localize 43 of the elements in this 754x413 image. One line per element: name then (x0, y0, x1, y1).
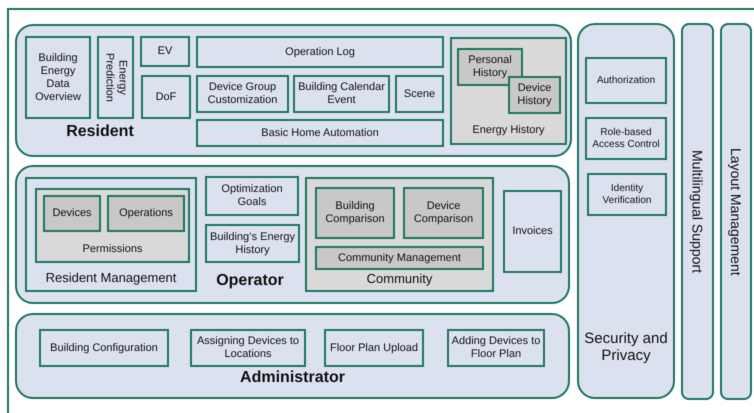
feature-box: Community Management (315, 246, 484, 270)
group-title: Resident Management (44, 270, 178, 285)
feature-box: Device Comparison (403, 187, 484, 239)
feature-box: Adding Devices to Floor Plan (447, 329, 545, 367)
feature-box: Devices (43, 195, 101, 232)
role-panel (15, 313, 570, 399)
panel-title: Security and Privacy (583, 330, 669, 364)
feature-box: Basic Home Automation (196, 119, 444, 147)
group-panel (450, 37, 567, 145)
role-panel (15, 24, 572, 157)
feature-box: Building Calendar Event (293, 75, 390, 113)
group-title: Permissions (82, 243, 144, 256)
feature-box: Device History (508, 76, 561, 114)
feature-box: Operation Log (196, 36, 444, 68)
feature-box: Building Configuration (39, 329, 169, 367)
group-title: Energy History (471, 124, 546, 137)
feature-box: Authorization (585, 57, 667, 104)
feature-box: DoF (141, 75, 191, 119)
group-panel (35, 188, 190, 263)
group-title: Community (366, 271, 434, 286)
feature-box: Invoices (503, 190, 562, 273)
panel-title: Resident (65, 123, 135, 141)
group-panel (305, 177, 494, 292)
feature-box: EV (140, 36, 190, 67)
group-panel (25, 177, 197, 292)
feature-column: Multilingual Support (681, 23, 714, 400)
feature-box: Building‘s Energy History (205, 224, 300, 263)
panel-title: Administrator (239, 369, 346, 387)
feature-box: Identity Verification (587, 173, 667, 216)
feature-box: Building Comparison (315, 187, 395, 239)
role-panel (577, 23, 675, 399)
feature-box: Operations (107, 195, 185, 232)
feature-column: Layout Management (720, 23, 752, 400)
feature-box: Energy Prediction (97, 36, 134, 119)
feature-box: Device Group Customization (196, 75, 289, 113)
feature-box: Role-based Access Control (585, 117, 667, 160)
feature-box: Assigning Devices to Locations (190, 329, 306, 367)
feature-box: Building Energy Data Overview (25, 36, 91, 119)
feature-box: Optimization Goals (205, 176, 299, 216)
role-panel (15, 165, 570, 304)
feature-box: Floor Plan Upload (324, 329, 424, 367)
panel-title: Operator (215, 272, 285, 290)
feature-box: Scene (395, 75, 444, 113)
